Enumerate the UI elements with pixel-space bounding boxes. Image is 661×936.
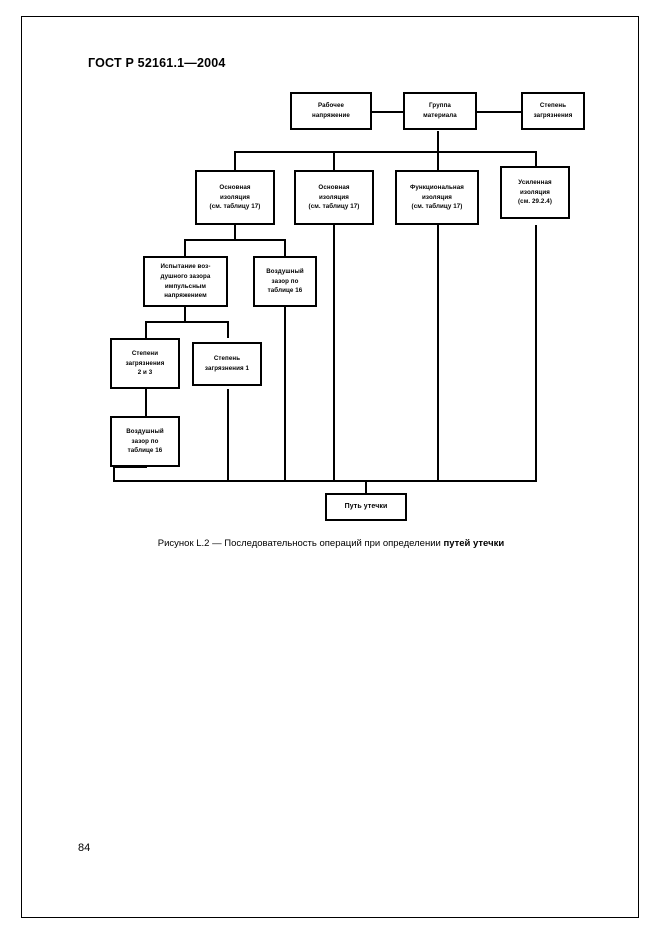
figure-caption: Рисунок L.2 — Последовательность операци… <box>31 538 631 549</box>
standard-number-header: ГОСТ Р 52161.1—2004 <box>88 56 226 70</box>
bus-row4 <box>145 321 229 323</box>
connector-bus-to-functional-insulation <box>437 151 439 171</box>
connector-pollution-2-3-to-clearance-lower <box>145 389 147 416</box>
connector-bottom-bus-to-creepage-distance <box>365 480 367 494</box>
connector-material-group-to-pollution-degree <box>477 111 521 113</box>
connector-clearance-lower-to-bottom-bus <box>113 468 115 482</box>
figure-caption-prefix: Рисунок L.2 — Последовательность операци… <box>157 538 444 549</box>
connector-bus-to-impulse-test <box>184 239 186 256</box>
connector-pollution-1-to-bottom-bus <box>227 389 229 482</box>
connector-material-group-drop <box>437 131 439 153</box>
node-creepage-distance: Путь утечки <box>325 493 407 521</box>
connector-bus-to-pollution-2-3 <box>145 321 147 338</box>
connector-bus-to-pollution-1 <box>227 321 229 338</box>
bus-row2 <box>234 151 537 153</box>
bus-bottom <box>113 480 537 482</box>
node-creepage-distance-label: Путь утечки <box>344 502 388 510</box>
connector-working-voltage-to-material-group <box>372 111 403 113</box>
connector-bus-to-basic-insulation-2 <box>333 151 335 171</box>
connector-clearance-upper-to-bottom-bus <box>284 307 286 482</box>
connector-basic-insulation-1-drop <box>234 225 236 241</box>
connector-basic-insulation-2-to-bottom-bus <box>333 225 335 482</box>
connector-bus-to-reinforced-insulation <box>535 151 537 171</box>
figure-caption-emphasis: путей утечки <box>443 538 505 549</box>
bus-row3 <box>184 239 286 241</box>
connector-bus-to-basic-insulation-1 <box>234 151 236 171</box>
connector-functional-insulation-to-bottom-bus <box>437 225 439 482</box>
connector-bus-to-clearance-upper <box>284 239 286 256</box>
connector-impulse-test-drop <box>184 307 186 323</box>
connector-reinforced-insulation-to-bottom-bus <box>535 225 537 482</box>
page-number: 84 <box>78 842 91 854</box>
connector-clearance-lower-left-stub <box>113 466 147 468</box>
page-border <box>21 16 639 918</box>
